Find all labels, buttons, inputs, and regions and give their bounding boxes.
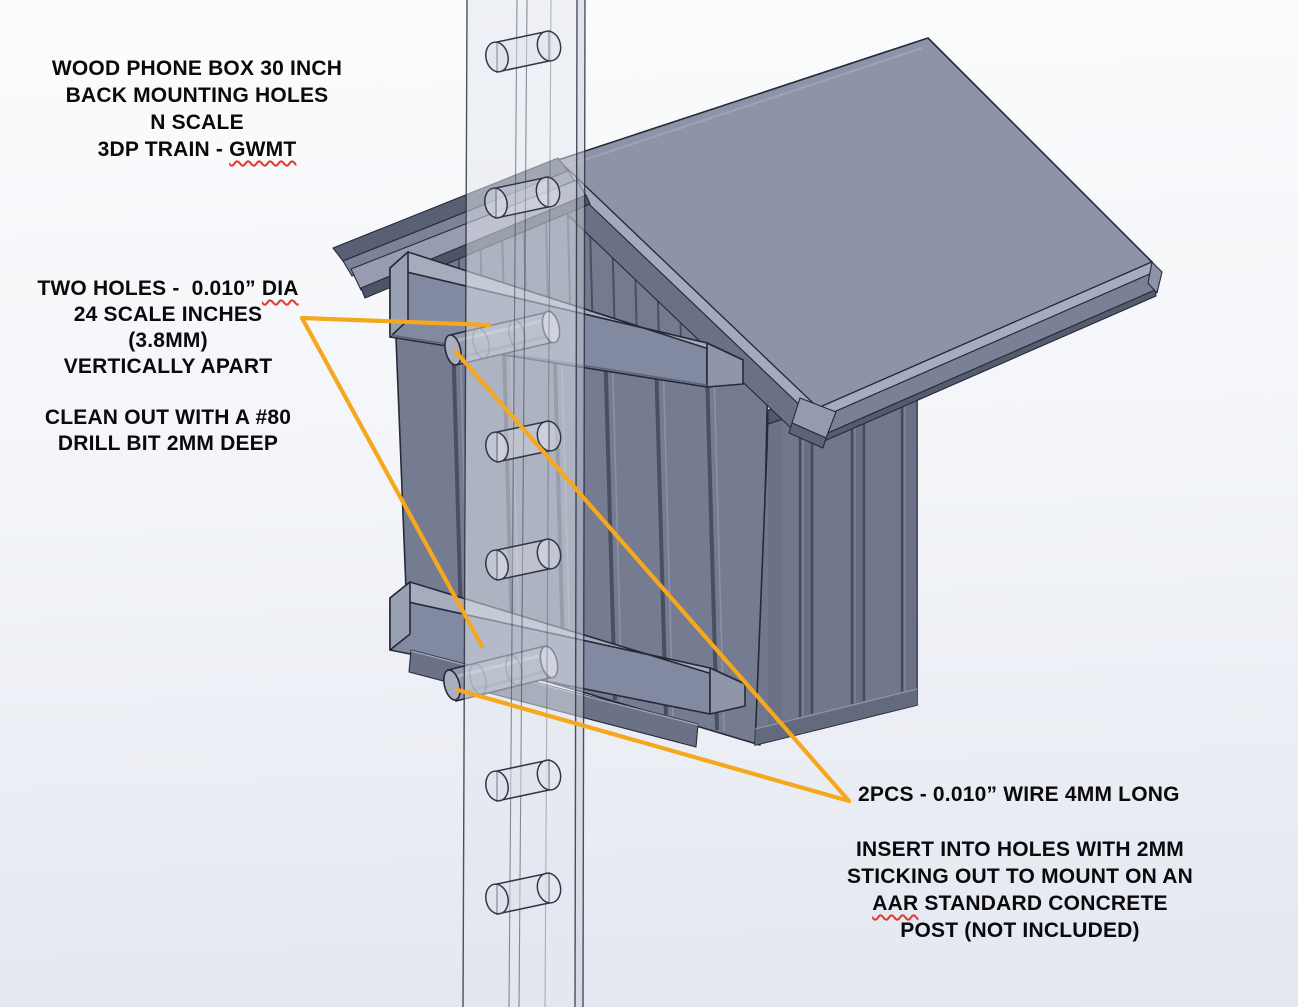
holes-note-spacing: TWO HOLES - 0.010” DIA 24 SCALE INCHES (3.… — [0, 276, 336, 380]
annotation-line: DRILL BIT 2MM DEEP — [57, 432, 279, 455]
leader-holes-bottom — [299, 315, 485, 649]
leader-lines — [299, 315, 852, 804]
annotation-line: WOOD PHONE BOX 30 INCH — [51, 57, 343, 80]
annotation-line: 3DP TRAIN - GWMT — [97, 138, 297, 161]
post-peg — [485, 30, 562, 73]
annotation-line: (3.8MM) — [128, 329, 208, 352]
wire-note-line: 2PCS - 0.010” WIRE 4MM LONG — [858, 783, 1180, 806]
annotation-line: STICKING OUT TO MOUNT ON AN — [846, 865, 1194, 888]
post-peg — [485, 872, 562, 915]
insert-note: INSERT INTO HOLES WITH 2MM STICKING OUT T… — [834, 836, 1206, 944]
post-peg — [484, 176, 561, 219]
leader-wire-bottom — [455, 687, 852, 804]
annotation-line: INSERT INTO HOLES WITH 2MM — [856, 838, 1184, 861]
title-note: WOOD PHONE BOX 30 INCH BACK MOUNTING HOLE… — [22, 55, 372, 163]
annotation-line: VERTICALLY APART — [63, 355, 273, 378]
annotation-line: 24 SCALE INCHES — [73, 303, 263, 326]
post-peg — [485, 538, 562, 581]
post-pegs — [484, 30, 562, 915]
concrete-post — [462, 0, 586, 1007]
annotation-line: AAR STANDARD CONCRETE — [872, 892, 1168, 915]
leader-holes-top — [299, 315, 492, 328]
holes-note: TWO HOLES - 0.010” DIA 24 SCALE INCHES (3.… — [0, 276, 336, 457]
annotation-line: TWO HOLES - 0.010” DIA — [37, 277, 299, 300]
post-peg — [485, 759, 562, 802]
wire-note: 2PCS - 0.010” WIRE 4MM LONG — [858, 781, 1198, 808]
annotation-line: N SCALE — [150, 111, 244, 134]
leader-wire-top — [453, 349, 852, 804]
phone-box-model — [332, 37, 1163, 748]
post-peg — [485, 420, 562, 463]
roof-eave-fascia — [788, 261, 1163, 449]
annotation-line: BACK MOUNTING HOLES — [65, 84, 329, 107]
annotation-line: POST (NOT INCLUDED) — [900, 919, 1140, 942]
annotation-line: CLEAN OUT WITH A #80 — [44, 406, 292, 429]
